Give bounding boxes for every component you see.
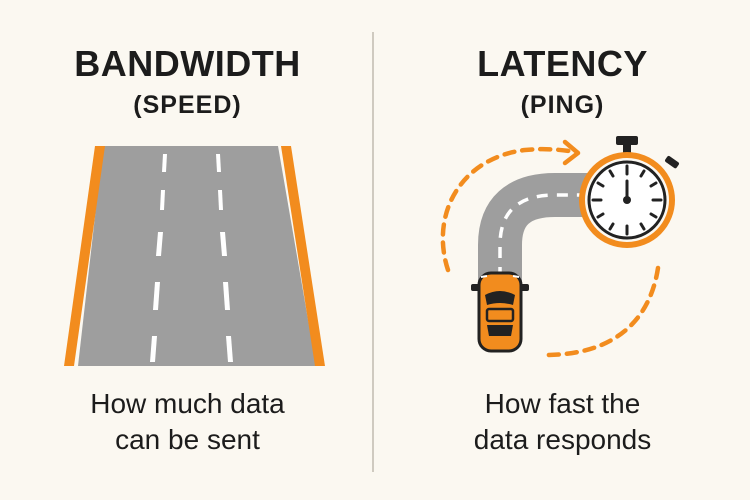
latency-title: LATENCY: [477, 43, 648, 84]
bandwidth-caption: How much data can be sent: [0, 386, 375, 458]
bandwidth-caption-line1: How much data: [90, 388, 285, 419]
lane-divider-right: [216, 154, 233, 362]
latency-panel: LATENCY (PING): [375, 0, 750, 500]
panel-divider: [372, 32, 374, 472]
road-surface: [78, 146, 316, 366]
arrow-head-icon: [562, 139, 581, 166]
stopwatch-car-icon: [440, 136, 679, 358]
curved-road: [478, 173, 590, 300]
latency-caption-line2: data responds: [473, 424, 652, 455]
latency-subtitle: (PING): [520, 91, 605, 119]
car-icon: [471, 271, 529, 353]
lane-divider-left: [150, 154, 167, 362]
dashed-arrow-top: [440, 146, 578, 273]
road-icon: [64, 146, 325, 366]
latency-caption-line1: How fast the: [484, 388, 641, 419]
road-right-edge: [281, 146, 325, 366]
stopwatch-icon: [579, 136, 679, 248]
latency-caption: How fast the data responds: [375, 386, 750, 458]
bandwidth-subtitle: (SPEED): [133, 91, 242, 119]
road-left-edge: [64, 146, 105, 366]
bandwidth-title: BANDWIDTH: [74, 43, 301, 84]
bandwidth-caption-line2: can be sent: [115, 424, 260, 455]
bandwidth-panel: BANDWIDTH (SPEED) How much data can be s…: [0, 43, 375, 458]
dashed-arrow-bottom: [542, 265, 661, 358]
